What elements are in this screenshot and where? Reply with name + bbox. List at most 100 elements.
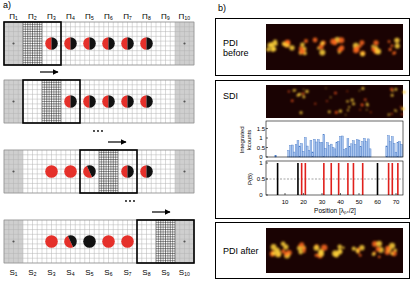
histogram [369,149,371,157]
lattice-site [42,150,61,193]
panel-label: SDI [223,91,259,101]
histogram [317,140,319,157]
camera-image [291,99,293,101]
hatched-site [99,181,118,182]
scan-window [80,150,137,193]
axis-tick [266,138,268,139]
hatched-site [156,260,175,261]
lattice-grid [61,150,62,193]
lattice-grid [18,150,19,193]
hatched-site [23,48,42,49]
hatched-site [99,166,118,167]
hatched-site [156,243,175,244]
hatched-site [42,94,61,95]
site-s-label: S₄ [66,269,75,278]
probability-bars [323,163,325,195]
lattice-site [80,80,99,123]
lattice-site [137,220,156,263]
lattice-site [61,220,80,263]
camera-image [373,40,378,45]
atom-symbol [45,165,58,178]
site-s-label: S₂ [28,269,36,278]
lattice-grid [4,220,194,263]
camera-image [284,253,290,259]
hatched-site [23,36,42,37]
camera-image [267,43,272,48]
atom-symbol [121,95,134,108]
histogram [299,146,301,157]
probability-bars [301,163,303,195]
axis-tick [266,163,268,164]
tick-label: 0.5 [257,176,265,183]
probability-bars [353,163,355,195]
site-pi-label: Π₁₀ [179,13,191,22]
histogram [388,136,390,157]
atom-symbol [45,235,58,248]
probability-bars [277,163,279,195]
atom-symbol [83,95,96,108]
axis-title: Position [λₚᵣ/2] [314,207,356,214]
atom-symbol [83,95,96,108]
ellipsis-dots [125,200,127,202]
lattice-grid [18,220,19,263]
lattice-grid [42,150,43,193]
ellipsis-dots [97,130,99,132]
camera-image [356,249,360,253]
camera-image [388,40,391,43]
lattice-grid [118,22,119,65]
histogram [319,143,321,157]
atom-symbol [64,37,77,50]
lattice-site [99,22,118,65]
tick-label: 0.5 [257,144,265,151]
hatched-site [156,224,175,225]
lattice-site [42,22,61,65]
lattice-grid [156,150,157,193]
camera-image [266,85,406,118]
axis-tick [266,195,268,196]
probability-bars [305,163,307,195]
hatched-site [156,246,175,247]
camera-image [364,98,366,100]
camera-image [314,103,316,105]
site-dot [12,240,14,242]
histogram [306,146,308,157]
hatched-site [99,171,118,172]
hatched-site [156,239,175,240]
atom-symbol [81,163,98,180]
lattice-row [4,80,194,123]
histogram [304,137,306,157]
tick-label: 40 [337,199,344,206]
probability-bars [297,163,299,195]
hatched-site [156,248,175,249]
atom-symbol [140,37,153,50]
axis-tick [266,147,268,148]
lattice-site [4,80,23,123]
plot-frame [266,121,403,157]
hatched-site [23,29,42,30]
atom-symbol [102,95,115,108]
histogram [288,150,290,157]
lattice-site [80,220,99,263]
lattice-site [4,22,23,65]
histogram [308,150,310,157]
histogram [391,137,393,157]
lattice-grid [13,22,14,65]
lattice-grid [165,22,166,65]
hatched-site [99,185,118,186]
lattice-grid [27,220,28,263]
atom-symbol [140,95,153,108]
site-pi-label: Π₁ [9,13,17,22]
lattice-grid [4,89,194,90]
histogram [338,141,340,157]
lattice-site [175,220,194,263]
axis-tick [322,193,323,195]
hatched-site [99,161,118,162]
lattice-grid [184,22,185,65]
ellipsis-dots [101,130,103,132]
site-pi-label: Π₃ [47,13,56,22]
tick-label: 30 [319,199,326,206]
axis-title: Integrated kcounts [239,120,252,160]
axis-tick [266,157,268,158]
panel-label: PDI before [223,38,259,59]
